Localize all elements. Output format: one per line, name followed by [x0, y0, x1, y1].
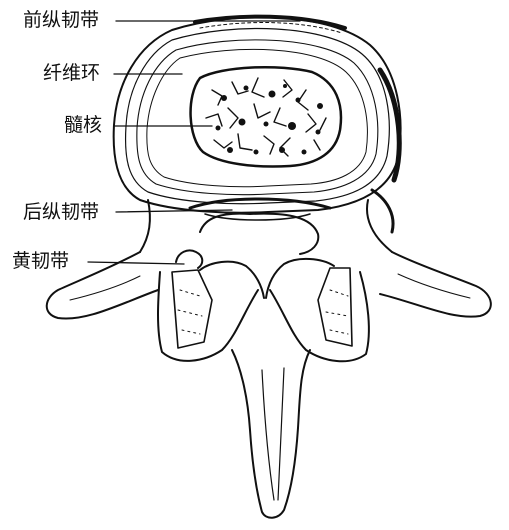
spinous-process	[232, 350, 310, 518]
left-pedicle	[140, 200, 150, 252]
label-ligamentum-flavum: 黄韧带	[11, 252, 70, 271]
nucleus-pulposus	[191, 67, 341, 166]
anterior-ligament	[195, 17, 345, 28]
right-transverse-process	[380, 252, 491, 317]
label-annulus-fibrosus: 纤维环	[42, 64, 101, 83]
label-nucleus-pulposus: 髓核	[63, 116, 103, 135]
label-posterior-longitudinal-ligament: 后纵韧带	[22, 203, 100, 222]
right-lamina	[270, 272, 369, 361]
ligamentum-flavum	[176, 250, 202, 268]
label-anterior-longitudinal-ligament: 前纵韧带	[22, 11, 100, 30]
